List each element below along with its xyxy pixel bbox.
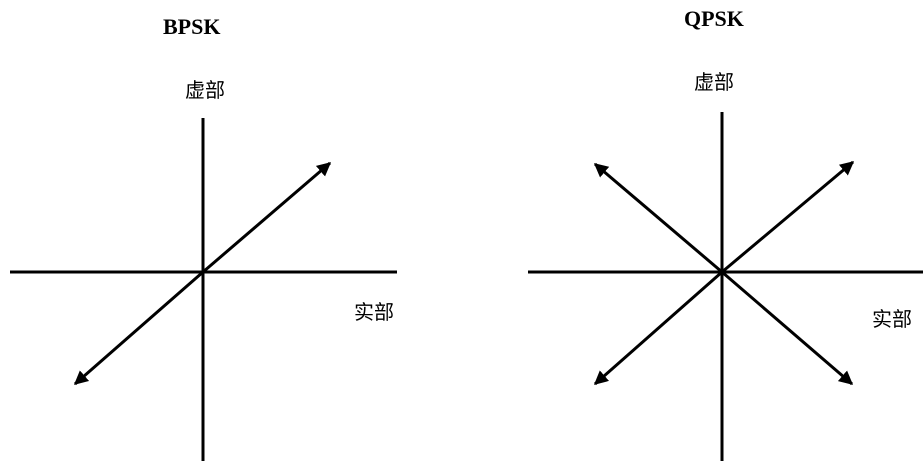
qpsk-vector-upper-left <box>593 162 723 274</box>
bpsk-vector-upper-right <box>202 161 332 274</box>
qpsk-diagram <box>528 112 923 461</box>
bpsk-diagram <box>10 118 397 461</box>
qpsk-title: QPSK <box>684 6 744 31</box>
bpsk-vector-lower-left <box>73 270 204 386</box>
qpsk-imag-label: 虚部 <box>694 70 734 94</box>
qpsk-vector-lower-left <box>593 270 723 386</box>
qpsk-real-label: 实部 <box>872 307 912 331</box>
bpsk-real-label: 实部 <box>354 300 394 324</box>
bpsk-title: BPSK <box>163 14 221 39</box>
bpsk-imag-label: 虚部 <box>185 78 225 102</box>
qpsk-vector-lower-right <box>721 270 854 386</box>
qpsk-vector-upper-right <box>721 160 855 274</box>
